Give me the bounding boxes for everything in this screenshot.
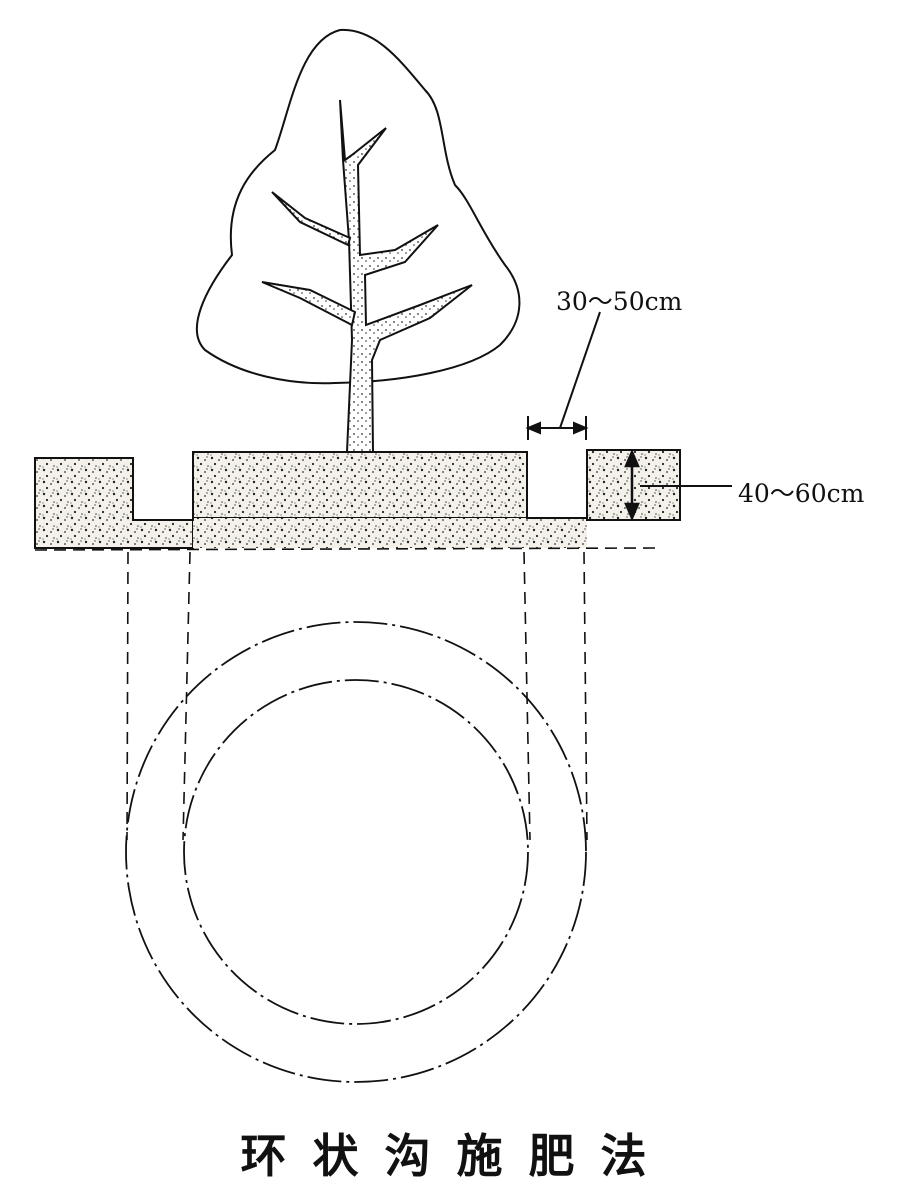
tree-trunk: [261, 99, 473, 453]
trench-width-label: 30～50cm: [556, 287, 683, 316]
projection-lines: [126, 551, 588, 841]
depth-dimension: [624, 448, 732, 522]
inner-ring: [183, 679, 529, 1025]
trench-outlines: [132, 450, 680, 521]
outer-ring: [125, 621, 587, 1083]
width-dimension: [525, 311, 601, 440]
trench-depth-label: 40～60cm: [738, 479, 865, 508]
ground-dashed-line: [34, 547, 656, 551]
soil-section: [34, 449, 681, 549]
diagram-caption: 环状沟施肥法: [240, 1129, 673, 1183]
